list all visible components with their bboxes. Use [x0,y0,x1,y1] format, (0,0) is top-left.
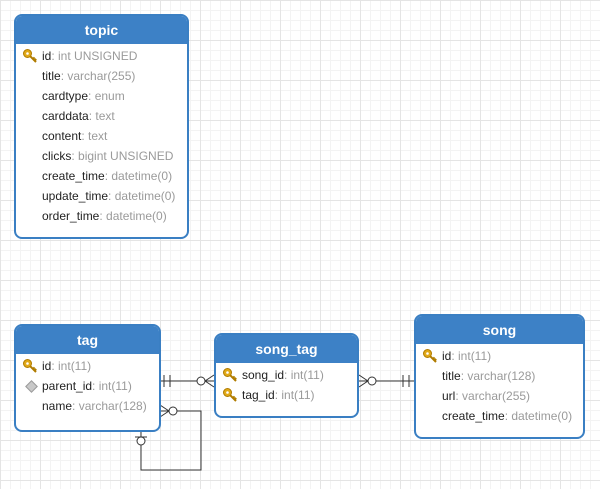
entity-title: topic [16,16,187,44]
primary-key-icon [223,368,237,382]
column-type: varchar(128) [78,399,147,413]
column-name: song_id [242,368,285,382]
column-row[interactable]: id: int(11) [416,346,583,366]
column-name: cardtype [42,89,89,103]
column-row[interactable]: id: int(11) [16,356,159,376]
column-type: int(11) [98,379,132,393]
column-row[interactable]: carddata: text [42,109,115,123]
primary-key-icon [423,349,437,363]
index-icon [25,380,38,393]
column-name: create_time [442,409,505,423]
column-type: datetime(0) [106,209,167,223]
column-row[interactable]: url: varchar(255) [442,389,531,403]
column-name: update_time [42,189,109,203]
entity-tag[interactable]: tag id: int(11) parent_id: int(11) name:… [14,324,161,432]
relationship-song-song-tag[interactable] [358,374,414,388]
column-name: title [442,369,461,383]
column-name: create_time [42,169,105,183]
column-row[interactable]: clicks: bigint UNSIGNED [42,149,174,163]
primary-key-icon [23,359,37,373]
column-name: url [442,389,456,403]
column-row[interactable]: title: varchar(128) [442,369,536,383]
column-row[interactable]: create_time: datetime(0) [442,409,573,423]
column-type: int(11) [58,359,92,373]
primary-key-icon [223,388,237,402]
column-type: varchar(255) [462,389,531,403]
column-row[interactable]: order_time: datetime(0) [42,209,167,223]
column-name: id [442,349,452,363]
column-type: bigint UNSIGNED [78,149,174,163]
column-row[interactable]: content: text [42,129,108,143]
column-row[interactable]: name: varchar(128) [42,399,147,413]
column-type: int(11) [281,388,315,402]
column-name: id [42,359,52,373]
column-name: title [42,69,61,83]
primary-key-icon [23,49,37,63]
column-name: parent_id [42,379,93,393]
entity-title: song [416,316,583,344]
column-type: int(11) [290,368,324,382]
column-type: datetime(0) [511,409,573,423]
column-row[interactable]: parent_id: int(11) [16,376,159,396]
column-name: content [42,129,82,143]
column-type: varchar(255) [67,69,136,83]
column-row[interactable]: update_time: datetime(0) [42,189,176,203]
column-type: int(11) [458,349,492,363]
entity-song[interactable]: song id: int(11) title: varchar(128) url… [414,314,585,439]
column-row[interactable]: tag_id: int(11) [216,385,357,405]
column-name: order_time [42,209,100,223]
column-name: id [42,49,52,63]
column-row[interactable]: create_time: datetime(0) [42,169,173,183]
column-row[interactable]: cardtype: enum [42,89,125,103]
column-name: name [42,399,73,413]
column-name: carddata [42,109,89,123]
column-type: int UNSIGNED [58,49,138,63]
column-row[interactable]: id: int UNSIGNED [16,46,187,66]
column-name: tag_id [242,388,275,402]
entity-song-tag[interactable]: song_tag song_id: int(11) tag_id: int(11… [214,333,359,418]
relationship-tag-song-tag[interactable] [160,374,215,388]
column-type: datetime(0) [114,189,176,203]
column-type: datetime(0) [111,169,173,183]
column-type: enum [94,89,125,103]
column-name: clicks [42,149,72,163]
entity-topic[interactable]: topic id: int UNSIGNED title: varchar(25… [14,14,189,239]
column-type: varchar(128) [467,369,536,383]
column-row[interactable]: title: varchar(255) [42,69,136,83]
entity-title: song_tag [216,335,357,363]
column-type: text [95,109,115,123]
relationship-tag-self[interactable] [135,404,202,471]
column-type: text [88,129,108,143]
entity-title: tag [16,326,159,354]
column-row[interactable]: song_id: int(11) [216,365,357,385]
